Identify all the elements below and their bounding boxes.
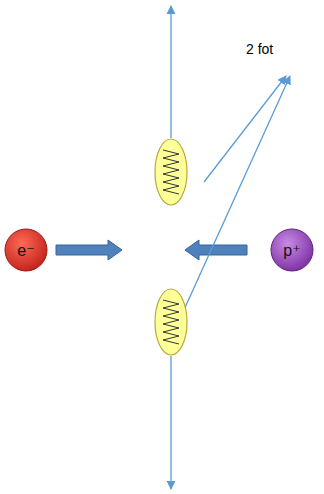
photon-symbol (155, 139, 187, 205)
particle-circle: e⁻ (4, 228, 48, 272)
photon-count-label: 2 fot (246, 41, 273, 57)
particle-circle: p⁺ (270, 228, 314, 272)
photon-path (170, 6, 171, 138)
motion-arrow (185, 240, 247, 260)
particle-symbol: e⁻ (17, 241, 34, 260)
photon-path (170, 356, 171, 489)
motion-arrow (56, 240, 122, 260)
photon-path (183, 76, 290, 312)
particle-symbol: p⁺ (283, 241, 300, 260)
photon-symbol (155, 289, 187, 355)
photon-path (204, 76, 286, 182)
